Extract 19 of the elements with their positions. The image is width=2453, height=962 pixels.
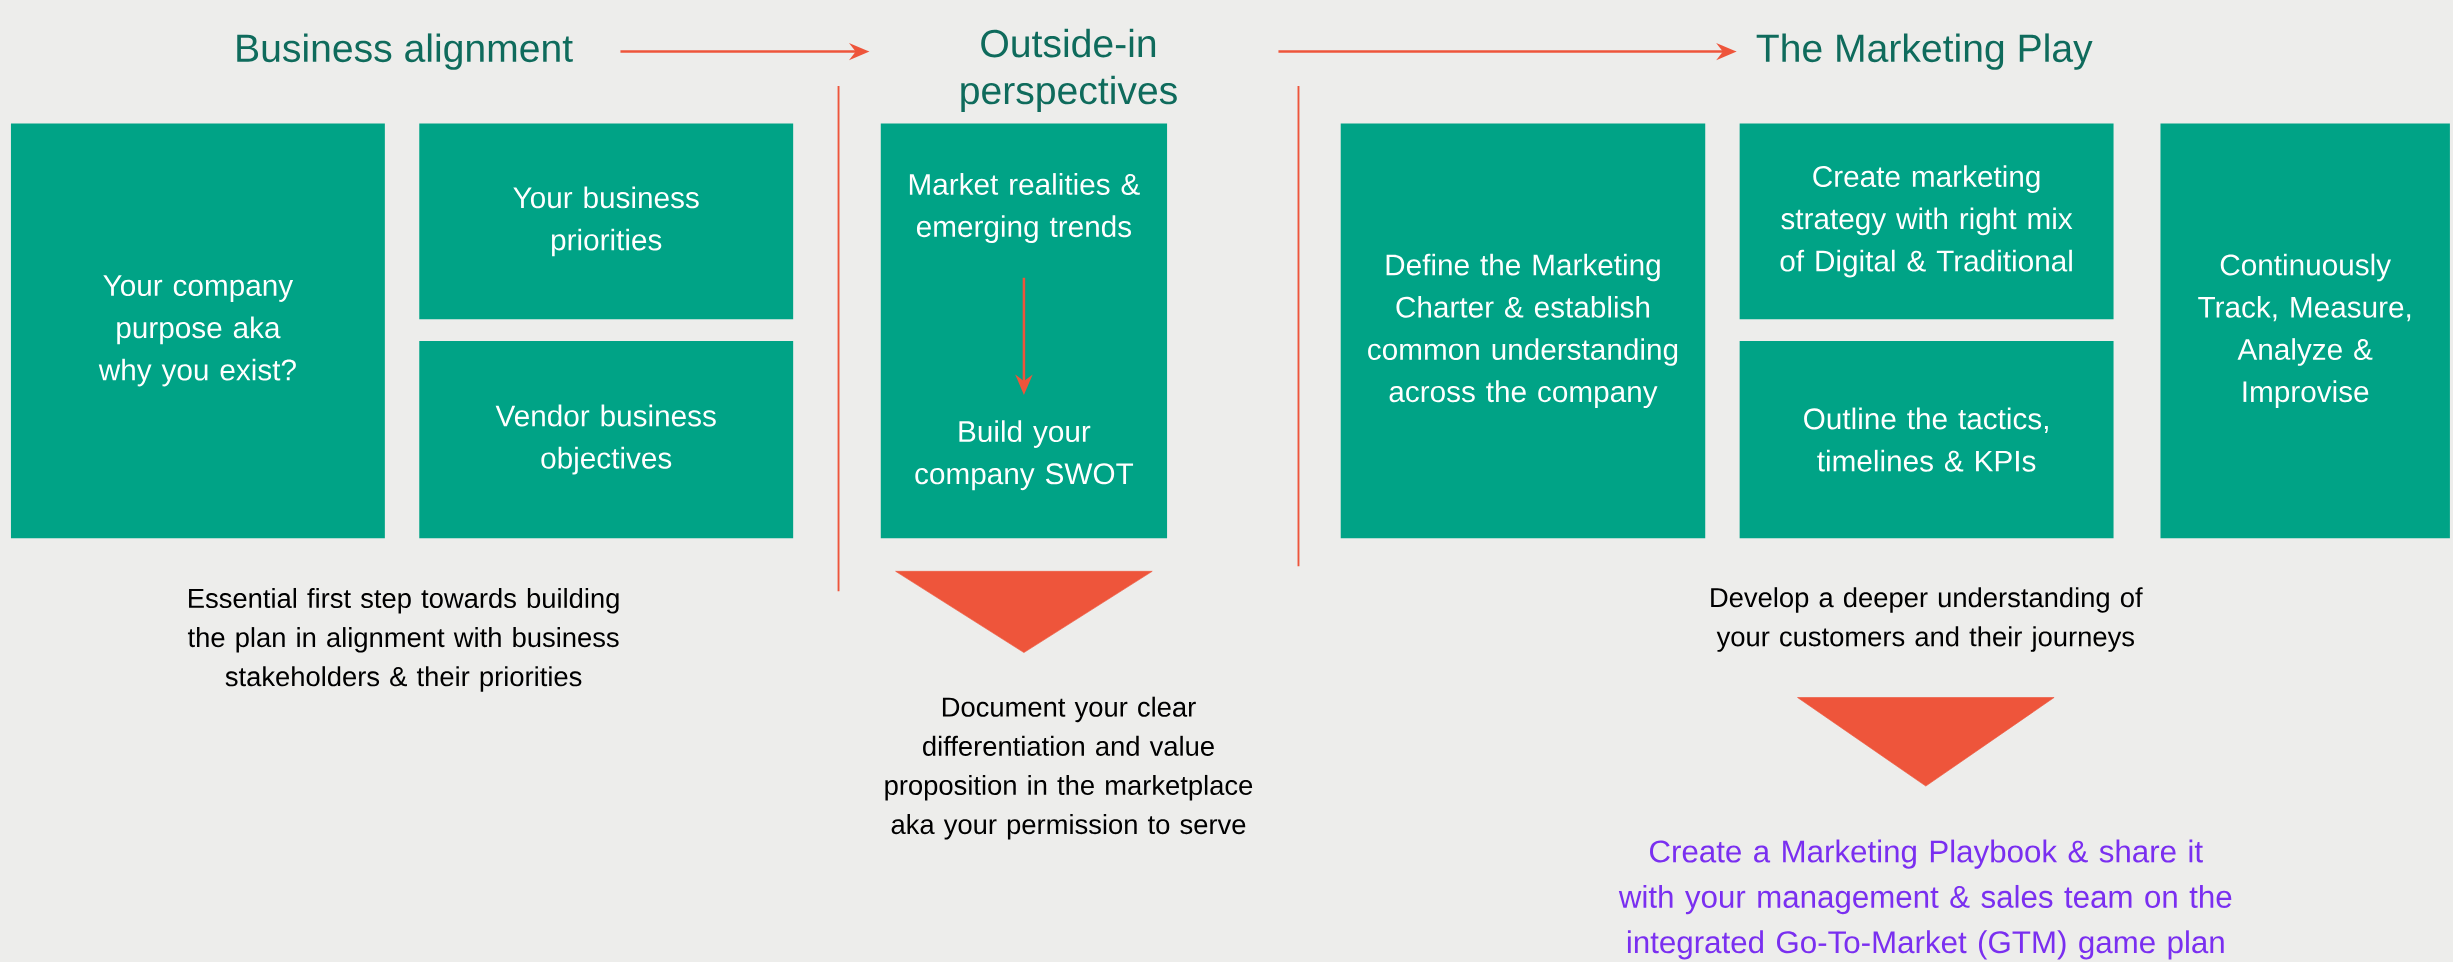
process-box: Create marketing strategy with right mix of Digital & Traditional (1739, 123, 2114, 320)
process-box: Define the Marketing Charter & establish common understanding across the company (1340, 123, 1706, 539)
chevron-arrow (895, 570, 1153, 653)
box-text: Build your company SWOT (915, 420, 1134, 491)
section-heading: Business alignment (237, 33, 573, 70)
process-box: Continuously Track, Measure, Analyze & Improvise (2160, 123, 2450, 539)
process-box: Outline the tactics, timelines & KPIs (1739, 341, 2114, 539)
note-text: Develop a deeper understanding of your customers and their journeys (1711, 587, 2143, 652)
section-heading: Outside-in perspectives (961, 28, 1177, 113)
callout-text: Create a Marketing Playbook & share it with your management & sales team on the integrated Go-To-Market (GTM) game plan (1618, 839, 2232, 960)
note-text: Document your clear differentiation and value proposition in the marketplace aka your permission to serve (885, 696, 1253, 840)
process-box: Your company purpose aka why you exist? (10, 123, 385, 539)
process-box (880, 123, 1168, 539)
section-heading: The Marketing Play (1756, 33, 2093, 70)
process-box: Your business priorities (419, 123, 794, 320)
chevron-arrow (1797, 697, 2055, 787)
note-text: Essential first step towards building the plan in alignment with business stakeholders & their priorities (187, 587, 619, 692)
box-text: Market realities & emerging trends (909, 173, 1140, 243)
process-box: Vendor business objectives (419, 341, 794, 539)
